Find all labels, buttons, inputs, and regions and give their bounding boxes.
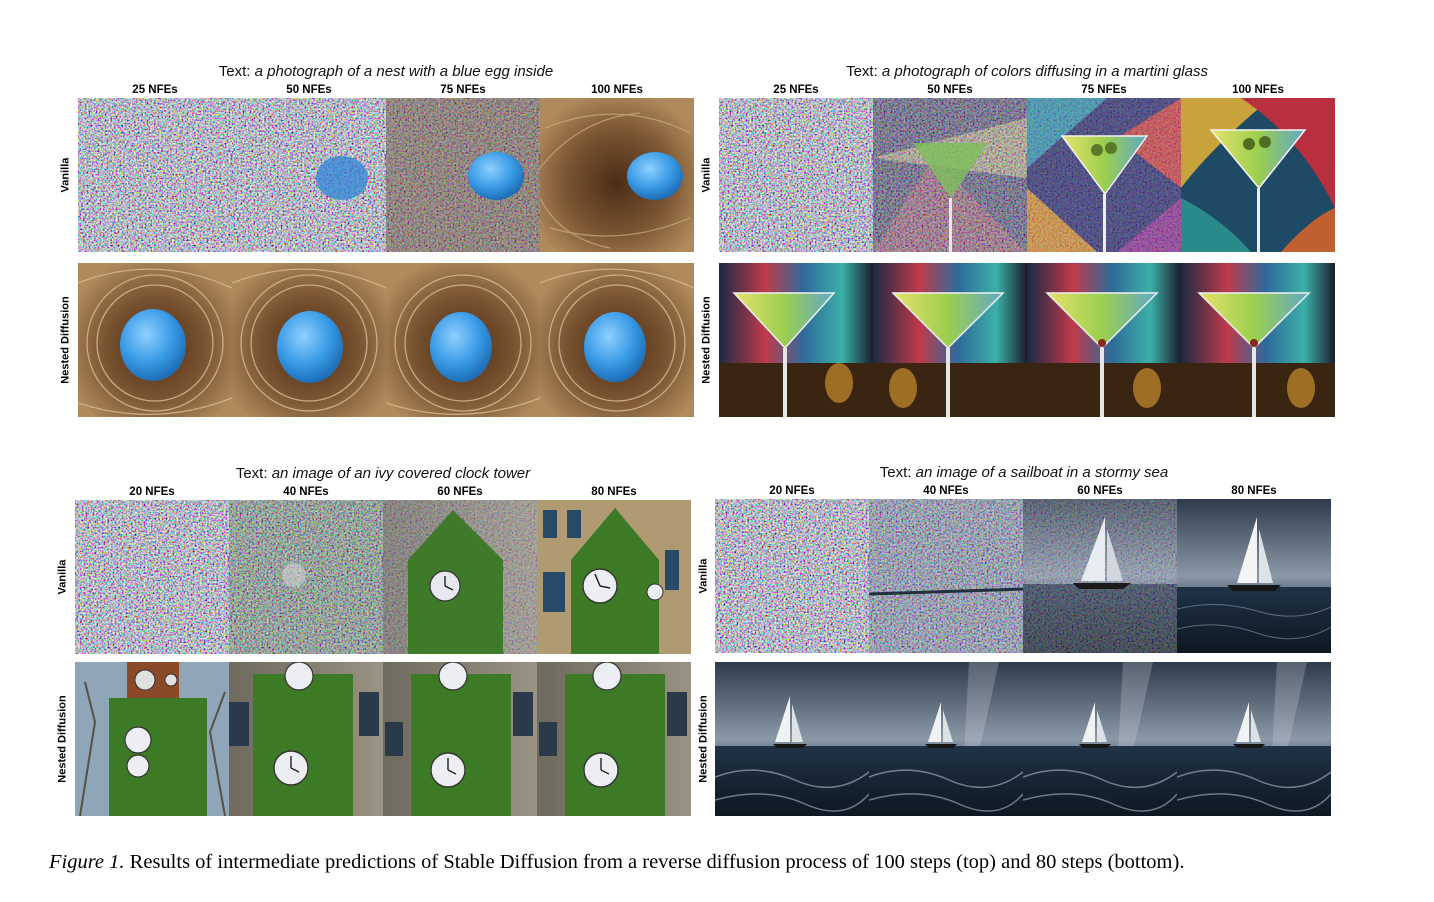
- figure-caption: Figure 1. Results of intermediate predic…: [49, 851, 1184, 874]
- image-tile: [873, 263, 1027, 417]
- image-tile: [869, 499, 1023, 653]
- column-header: 25 NFEs: [773, 84, 819, 96]
- image-tile: [1177, 499, 1331, 653]
- title-prompt: a photograph of a nest with a blue egg i…: [254, 63, 554, 80]
- caption-label: Figure 1.: [49, 851, 125, 873]
- column-header: 60 NFEs: [1077, 485, 1123, 497]
- image-tile: [715, 662, 869, 816]
- image-tile: [1181, 263, 1335, 417]
- row-label-vanilla: Vanilla: [697, 558, 710, 594]
- panel-title: Text: an image of an ivy covered clock t…: [75, 465, 691, 482]
- image-tile: [537, 500, 691, 654]
- image-tile: [1177, 662, 1331, 816]
- title-prefix: Text:: [218, 63, 251, 80]
- image-tile: [873, 98, 1027, 252]
- image-tile: [75, 500, 229, 654]
- panel-title: Text: a photograph of a nest with a blue…: [78, 63, 694, 80]
- image-tile: [386, 263, 540, 417]
- column-header: 100 NFEs: [1232, 84, 1284, 96]
- image-tile: [75, 662, 229, 816]
- title-prompt: an image of an ivy covered clock tower: [271, 465, 531, 482]
- title-prefix: Text:: [846, 63, 878, 80]
- image-tile: [537, 662, 691, 816]
- image-tile: [1023, 499, 1177, 653]
- image-tile: [869, 662, 1023, 816]
- image-tile: [383, 662, 537, 816]
- image-tile: [229, 500, 383, 654]
- image-tile: [78, 98, 232, 252]
- column-header: 80 NFEs: [591, 486, 637, 498]
- column-header: 75 NFEs: [1081, 84, 1127, 96]
- title-prompt: a photograph of colors diffusing in a ma…: [881, 63, 1208, 80]
- image-tile: [232, 263, 386, 417]
- column-header: 40 NFEs: [923, 485, 969, 497]
- column-header: 50 NFEs: [927, 84, 973, 96]
- column-header: 20 NFEs: [129, 486, 175, 498]
- image-tile: [386, 98, 540, 252]
- caption-text: Results of intermediate predictions of S…: [129, 851, 1185, 873]
- image-tile: [78, 263, 232, 417]
- image-tile: [232, 98, 386, 252]
- image-tile: [1027, 263, 1181, 417]
- image-tile: [1027, 98, 1181, 252]
- column-header: 40 NFEs: [283, 486, 329, 498]
- image-tile: [1023, 662, 1177, 816]
- panel-title: Text: an image of a sailboat in a stormy…: [716, 464, 1332, 481]
- row-label-nested: Nested Diffusion: [697, 695, 710, 783]
- image-tile: [1181, 98, 1335, 252]
- column-header: 20 NFEs: [769, 485, 815, 497]
- title-prefix: Text:: [235, 465, 268, 482]
- column-header: 75 NFEs: [440, 84, 486, 96]
- image-tile: [719, 263, 873, 417]
- image-tile: [540, 98, 694, 252]
- column-header: 50 NFEs: [286, 84, 332, 96]
- column-header: 60 NFEs: [437, 486, 483, 498]
- panel-title: Text: a photograph of colors diffusing i…: [719, 63, 1335, 80]
- image-tile: [540, 263, 694, 417]
- title-prefix: Text:: [879, 464, 912, 481]
- image-tile: [229, 662, 383, 816]
- column-header: 80 NFEs: [1231, 485, 1277, 497]
- image-tile: [383, 500, 537, 654]
- column-header: 25 NFEs: [132, 84, 178, 96]
- image-tile: [715, 499, 869, 653]
- column-header: 100 NFEs: [591, 84, 643, 96]
- title-prompt: an image of a sailboat in a stormy sea: [915, 464, 1169, 481]
- image-tile: [719, 98, 873, 252]
